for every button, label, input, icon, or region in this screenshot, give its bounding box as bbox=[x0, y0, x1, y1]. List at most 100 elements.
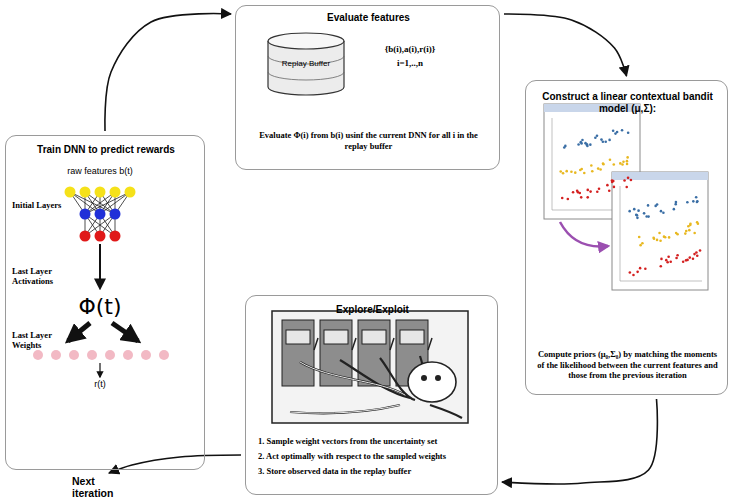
octopus-eye bbox=[435, 375, 441, 381]
scatter-point bbox=[682, 260, 685, 263]
scatter-point bbox=[623, 179, 626, 182]
weight-dot bbox=[159, 350, 169, 360]
scatter-point bbox=[574, 171, 577, 174]
machine-body bbox=[358, 320, 390, 386]
evaluate-box: Evaluate featuresEvaluate Φ(i) from b(i)… bbox=[235, 5, 500, 170]
window-frame bbox=[612, 172, 708, 290]
window-titlebar bbox=[612, 172, 708, 180]
neuron bbox=[110, 187, 121, 198]
scatter-point bbox=[636, 217, 639, 220]
bandit-illustration bbox=[272, 311, 468, 423]
scatter-point bbox=[604, 140, 607, 143]
scatter-point bbox=[583, 172, 586, 175]
scatter-point bbox=[589, 143, 592, 146]
scatter-point bbox=[630, 179, 633, 182]
scatter-point bbox=[668, 236, 671, 239]
box-title: Explore/Exploit bbox=[246, 304, 499, 316]
scatter-point bbox=[632, 274, 635, 277]
tentacle bbox=[290, 405, 400, 413]
scatter-point bbox=[669, 260, 672, 263]
scatter-point bbox=[644, 267, 647, 270]
scatter-point bbox=[637, 209, 640, 212]
network-edge bbox=[85, 192, 130, 214]
scatter-point bbox=[625, 186, 628, 189]
feature-symbol: Φ(t) bbox=[66, 294, 134, 319]
neuron bbox=[95, 231, 106, 242]
neuron bbox=[80, 209, 91, 220]
scatter-point bbox=[674, 203, 677, 206]
scatter-point bbox=[635, 214, 638, 217]
machine-window bbox=[286, 330, 310, 344]
down-arrow bbox=[99, 244, 101, 288]
weight-dot bbox=[105, 350, 115, 360]
replay-buffer-drum: Replay Buffer bbox=[266, 32, 346, 96]
scatter-point bbox=[606, 184, 609, 187]
scatter-point bbox=[663, 235, 666, 238]
machine-lever bbox=[428, 338, 432, 350]
scatter-point bbox=[608, 189, 611, 192]
scatter-point bbox=[685, 230, 688, 233]
box-body-text: 2. Act optimally with respect to the sam… bbox=[258, 451, 493, 462]
weight-dots bbox=[33, 350, 169, 360]
scatter-point bbox=[626, 156, 629, 159]
scatter-point bbox=[667, 255, 670, 258]
scatter-point bbox=[596, 134, 599, 137]
octopus-head bbox=[408, 362, 456, 402]
layer-caption: raw features b(t) bbox=[40, 166, 160, 176]
scatter-point bbox=[639, 244, 642, 247]
scatter-point bbox=[647, 215, 650, 218]
scatter-point bbox=[633, 208, 636, 211]
scatter-point bbox=[695, 196, 698, 199]
scatter-point bbox=[675, 232, 678, 235]
neuron bbox=[110, 209, 121, 220]
scatter-point bbox=[692, 200, 695, 203]
neuron bbox=[65, 187, 76, 198]
scatter-point bbox=[563, 146, 566, 149]
scatter-point bbox=[636, 271, 639, 274]
plot-window bbox=[612, 172, 708, 290]
update-arrow bbox=[560, 222, 608, 247]
plot-axis bbox=[552, 118, 553, 210]
weight-dot bbox=[123, 350, 133, 360]
scatter-point bbox=[689, 224, 692, 227]
weight-dot bbox=[51, 350, 61, 360]
scatter-point bbox=[653, 237, 656, 240]
neuron bbox=[80, 231, 91, 242]
scatter-point bbox=[660, 258, 663, 261]
scatter-point bbox=[602, 162, 605, 165]
thick-arrow bbox=[68, 323, 90, 341]
scatter-point bbox=[699, 249, 702, 252]
neuron bbox=[95, 209, 106, 220]
cycle-arrow bbox=[504, 14, 627, 76]
scatter-point bbox=[586, 196, 589, 199]
scatter-point bbox=[689, 256, 692, 259]
cycle-arrow bbox=[109, 455, 241, 473]
scatter-point bbox=[647, 204, 650, 207]
scatter-point bbox=[561, 197, 564, 200]
tentacle bbox=[430, 405, 462, 418]
slot-machine bbox=[282, 320, 318, 386]
machine-body bbox=[282, 320, 314, 386]
scatter-point bbox=[656, 239, 659, 242]
scatter-point bbox=[602, 163, 605, 166]
neuron bbox=[95, 187, 106, 198]
drum-band bbox=[268, 72, 344, 80]
loop-label: Next iteration bbox=[72, 476, 132, 498]
scatter-point bbox=[685, 259, 688, 262]
scatter-point bbox=[638, 236, 641, 239]
scatter-point bbox=[626, 160, 629, 163]
scatter-point bbox=[565, 170, 568, 173]
scatter-point bbox=[626, 163, 629, 166]
scatter-point bbox=[627, 177, 630, 180]
cycle-arrow bbox=[105, 14, 231, 131]
scatter-point bbox=[602, 140, 605, 143]
box-title: Construct a linear contextual bandit mod… bbox=[534, 91, 721, 115]
down-arrow bbox=[99, 363, 100, 377]
plot-axis bbox=[620, 281, 702, 282]
scatter-point bbox=[562, 172, 565, 175]
weight-dot bbox=[33, 350, 43, 360]
weight-dot bbox=[69, 350, 79, 360]
drum-top bbox=[268, 33, 344, 49]
